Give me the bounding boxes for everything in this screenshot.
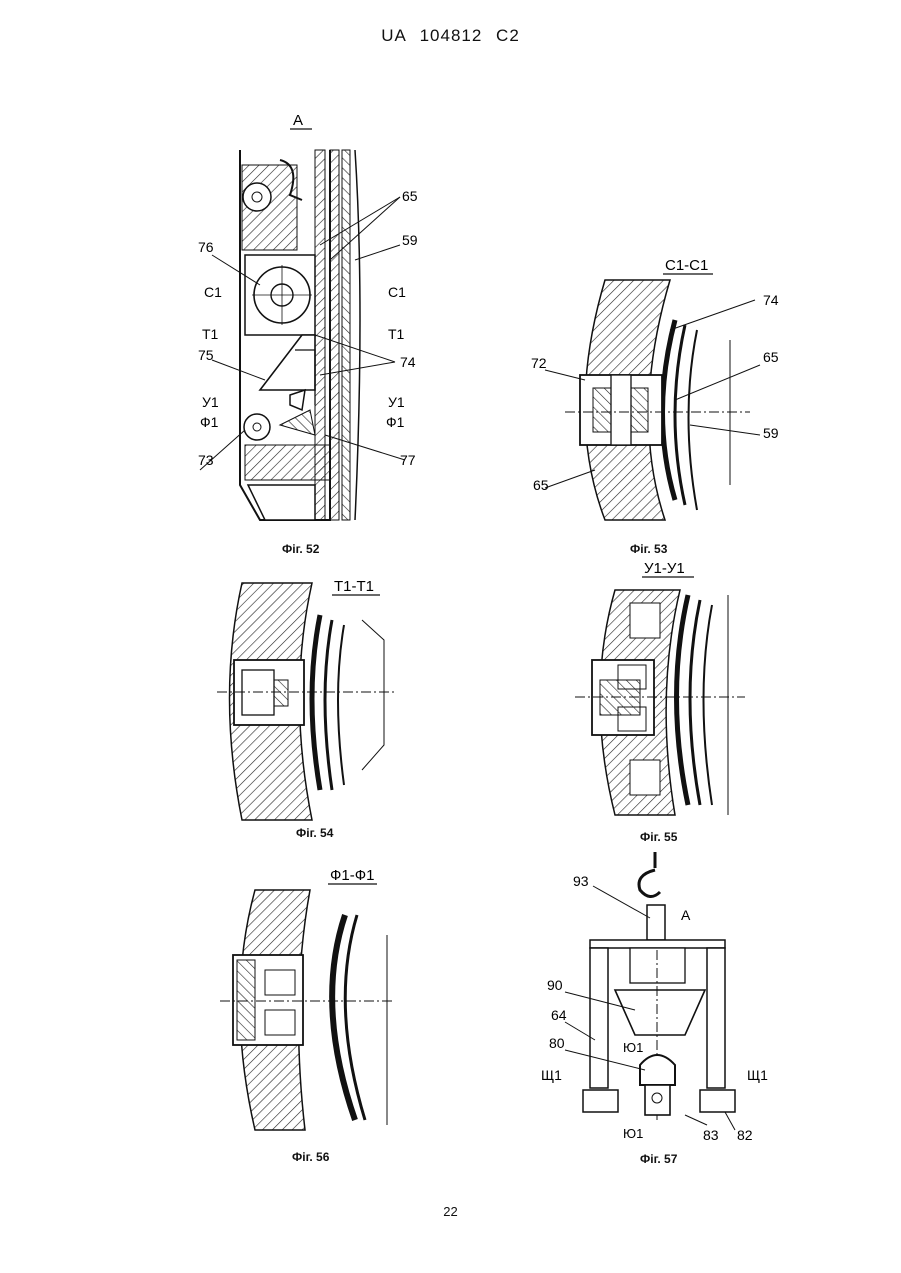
figure-55-drawing: У1-У1 xyxy=(570,555,750,830)
fig57-label-90: 90 xyxy=(547,977,563,993)
patent-header: UA 104812 C2 xyxy=(0,26,901,46)
fig52-label-65: 65 xyxy=(402,188,418,204)
fig53-label-74: 74 xyxy=(763,292,779,308)
figure-52: А xyxy=(190,105,430,530)
figure-52-drawing: А xyxy=(190,105,430,530)
figure-55-title: У1-У1 xyxy=(644,560,685,577)
figure-56-caption: Фіг. 56 xyxy=(292,1150,329,1164)
fig53-label-72: 72 xyxy=(531,355,547,371)
fig52-label-75: 75 xyxy=(198,347,214,363)
fig57-label-64: 64 xyxy=(551,1007,567,1023)
figure-53: С1-С1 74 72 65 59 65 xyxy=(525,250,795,530)
fig52-label-c1-right: С1 xyxy=(388,284,406,300)
fig52-label-u1-right: У1 xyxy=(388,394,405,410)
figure-56-drawing: Ф1-Ф1 xyxy=(215,860,405,1140)
figure-54-caption: Фіг. 54 xyxy=(296,826,333,840)
fig52-label-c1-left: С1 xyxy=(204,284,222,300)
fig57-label-yu1-bottom: Ю1 xyxy=(623,1126,643,1141)
fig57-label-a: А xyxy=(681,907,691,923)
figure-55-caption: Фіг. 55 xyxy=(640,830,677,844)
page-number: 22 xyxy=(0,1204,901,1219)
fig52-label-59: 59 xyxy=(402,232,418,248)
fig53-label-65-left: 65 xyxy=(533,477,549,493)
fig57-label-93: 93 xyxy=(573,873,589,889)
figure-57-drawing: 93 А 90 64 80 Ю1 Щ1 Щ1 Ю1 83 82 xyxy=(535,850,795,1150)
figure-56-title: Ф1-Ф1 xyxy=(330,867,375,884)
figure-54-title: Т1-Т1 xyxy=(334,578,374,595)
fig57-label-82: 82 xyxy=(737,1127,753,1143)
fig57-label-shch1-left: Щ1 xyxy=(541,1067,562,1083)
figure-54-drawing: Т1-Т1 xyxy=(212,575,402,825)
figure-53-drawing: С1-С1 74 72 65 59 65 xyxy=(525,250,795,530)
fig52-label-f1-left: Ф1 xyxy=(200,414,219,430)
fig53-label-65-right: 65 xyxy=(763,349,779,365)
fig52-label-74: 74 xyxy=(400,354,416,370)
figure-57: 93 А 90 64 80 Ю1 Щ1 Щ1 Ю1 83 82 xyxy=(535,850,795,1150)
fig53-label-59: 59 xyxy=(763,425,779,441)
fig52-label-t1-right: Т1 xyxy=(388,326,405,342)
figure-53-caption: Фіг. 53 xyxy=(630,542,667,556)
fig52-label-76: 76 xyxy=(198,239,214,255)
fig52-label-77: 77 xyxy=(400,452,416,468)
figure-52-title: А xyxy=(293,112,303,129)
figure-57-caption: Фіг. 57 xyxy=(640,1152,677,1166)
fig52-label-t1-left: Т1 xyxy=(202,326,219,342)
figure-54: Т1-Т1 xyxy=(212,575,402,825)
fig57-label-80: 80 xyxy=(549,1035,565,1051)
figure-53-title: С1-С1 xyxy=(665,257,708,274)
fig57-label-shch1-right: Щ1 xyxy=(747,1067,768,1083)
fig52-label-73: 73 xyxy=(198,452,214,468)
figure-56: Ф1-Ф1 xyxy=(215,860,405,1140)
fig57-label-83: 83 xyxy=(703,1127,719,1143)
figure-55: У1-У1 xyxy=(570,555,750,830)
fig57-label-yu1-top: Ю1 xyxy=(623,1040,643,1055)
fig52-label-f1-right: Ф1 xyxy=(386,414,405,430)
figure-52-caption: Фіг. 52 xyxy=(282,542,319,556)
fig52-label-u1-left: У1 xyxy=(202,394,219,410)
